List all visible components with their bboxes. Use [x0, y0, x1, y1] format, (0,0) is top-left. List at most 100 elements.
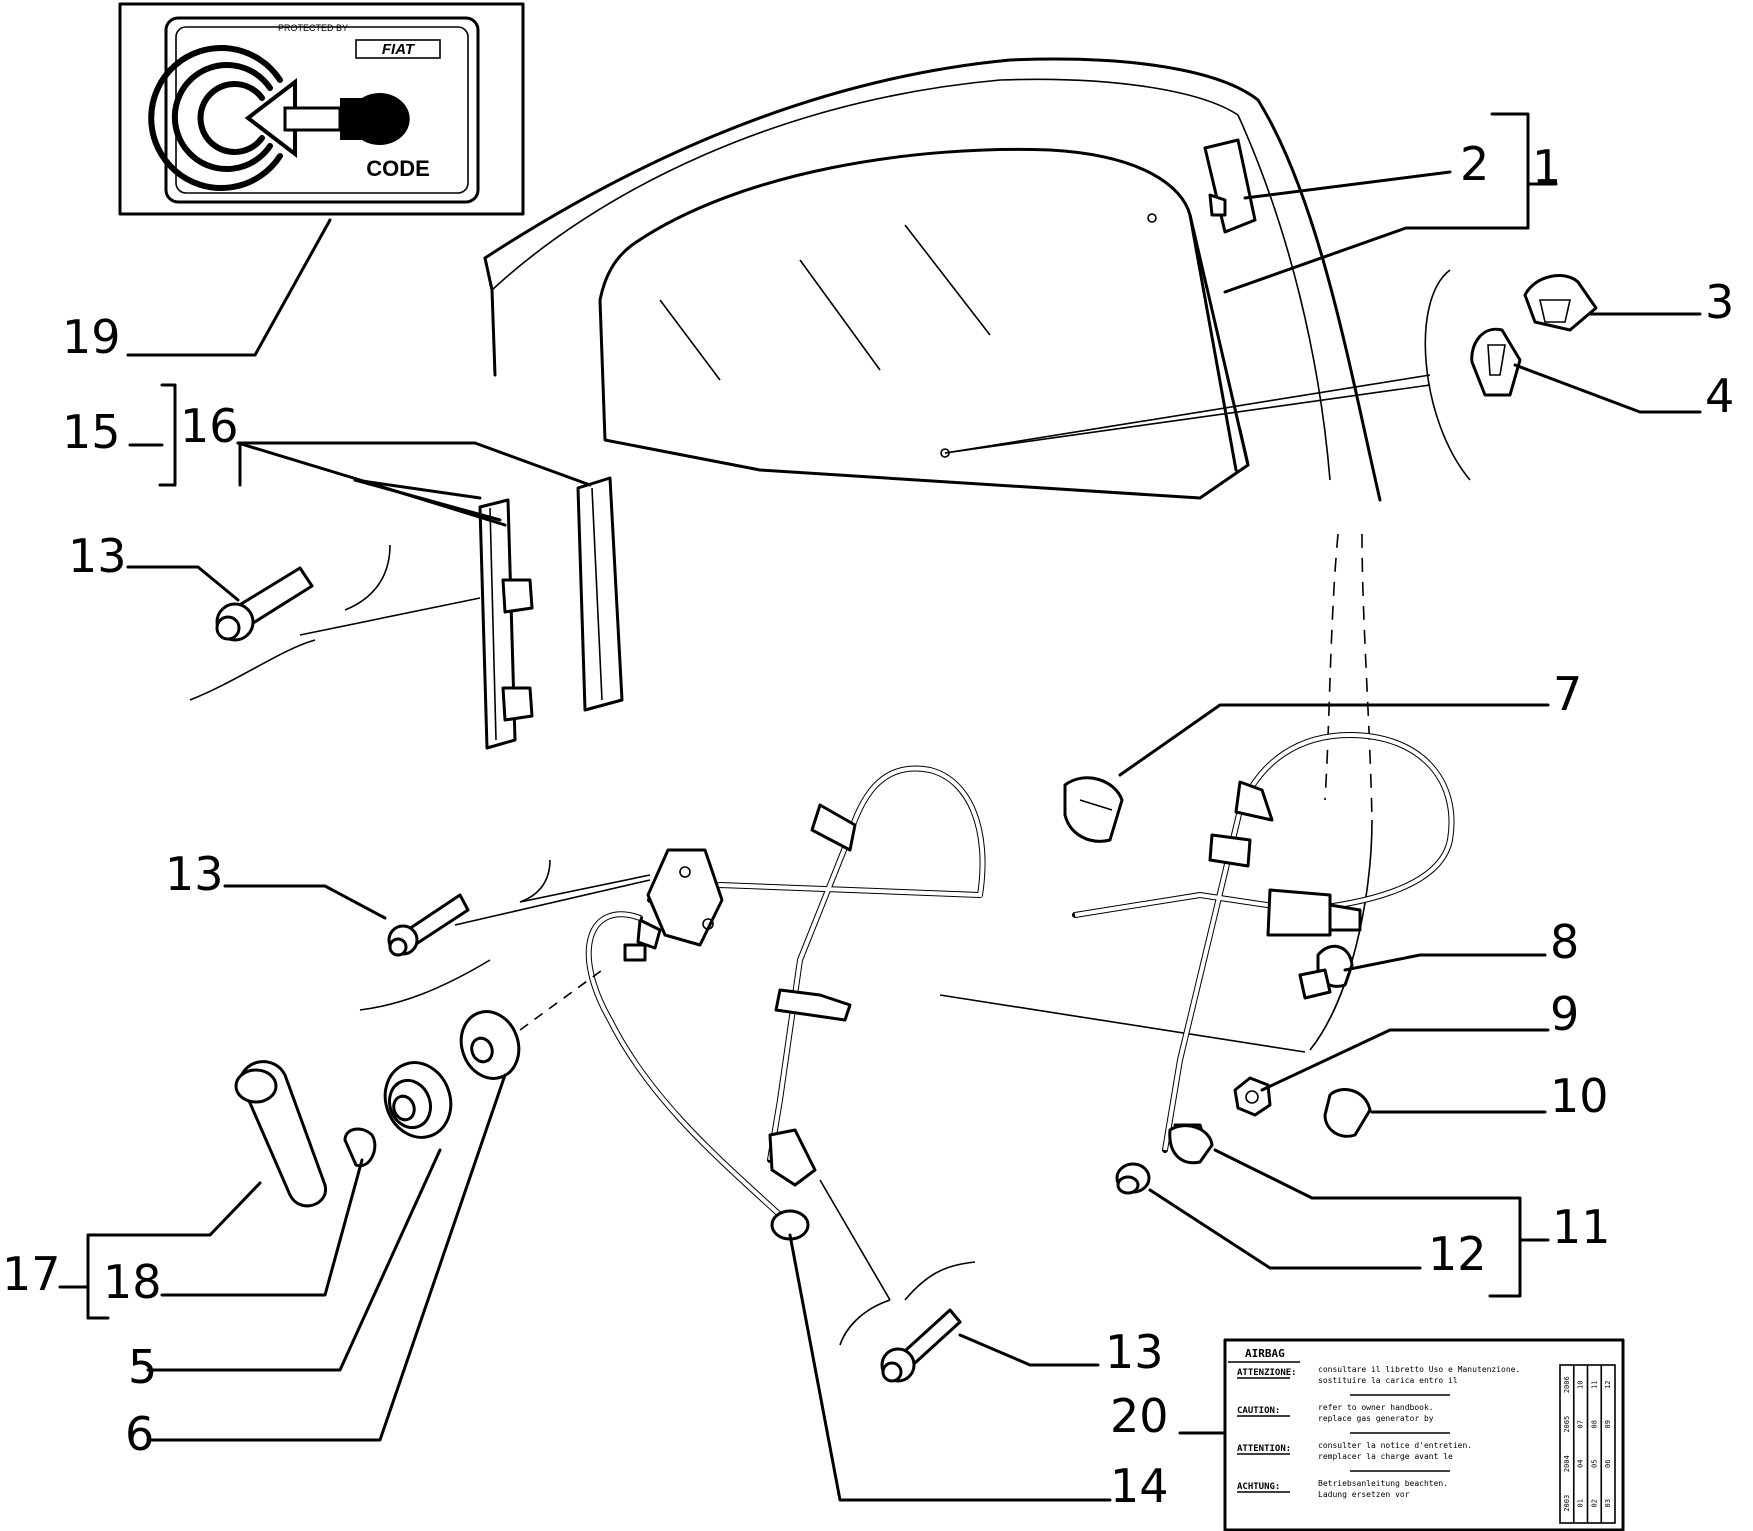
leader-11 [1213, 1148, 1522, 1298]
code-sticker-header: PROTECTED BY [278, 23, 348, 33]
airbag-month: 09 [1604, 1420, 1612, 1428]
clip-8 [1298, 944, 1354, 1000]
airbag-row-line2: remplacer la charge avant le [1318, 1452, 1453, 1461]
callout-1: 1 [1532, 140, 1561, 194]
bush-12 [1115, 1162, 1151, 1195]
airbag-row-lang: ATTENTION: [1237, 1444, 1291, 1454]
callout-9: 9 [1550, 987, 1579, 1041]
callout-7: 7 [1553, 667, 1582, 721]
leader-17 [86, 1181, 262, 1320]
airbag-row-line2: replace gas generator by [1318, 1414, 1434, 1423]
bolt-13-bottom [880, 1308, 962, 1383]
airbag-row-line2: Ladung ersetzen vor [1318, 1490, 1410, 1499]
code-sticker: PROTECTED BY FIAT CODE [118, 2, 525, 357]
leader-19 [126, 218, 332, 357]
leader-6 [146, 1073, 507, 1442]
leader-14 [788, 1233, 1112, 1502]
airbag-year: 2006 [1563, 1376, 1571, 1393]
airbag-month: 02 [1590, 1499, 1598, 1507]
glass-bracket [1203, 138, 1257, 234]
airbag-row-lang: ACHTUNG: [1237, 1482, 1280, 1492]
leader-18 [160, 1158, 364, 1297]
airbag-month: 06 [1604, 1460, 1612, 1468]
airbag-row-line1: consulter la notice d'entretien. [1318, 1441, 1472, 1450]
leader-16 [236, 441, 592, 487]
callout-13-bottom: 13 [1105, 1325, 1164, 1379]
airbag-row-line1: refer to owner handbook. [1318, 1403, 1434, 1412]
callout-13-top: 13 [68, 529, 127, 583]
regulator-left [585, 765, 986, 1241]
airbag-row-lang: ATTENZIONE: [1237, 1368, 1297, 1378]
airbag-month: 01 [1577, 1499, 1585, 1507]
airbag-row-lang: CAUTION: [1237, 1406, 1280, 1416]
leader-9 [1260, 1028, 1550, 1092]
airbag-month: 07 [1577, 1420, 1585, 1428]
leader-12 [1148, 1188, 1422, 1270]
glass-clip-parts [1424, 269, 1598, 481]
code-logo-icon [148, 45, 435, 191]
nut-9 [1233, 1076, 1272, 1117]
bolt-13-top [215, 566, 314, 642]
airbag-year: 2004 [1563, 1455, 1571, 1472]
callout-6: 6 [125, 1407, 154, 1461]
airbag-row-line1: Betriebsanleitung beachten. [1318, 1479, 1448, 1488]
leader-4 [1513, 363, 1702, 414]
airbag-row-line1: consultare il libretto Uso e Manutenzion… [1318, 1365, 1520, 1374]
callouts: 1 2 3 4 5 6 7 8 9 10 11 12 13 13 13 14 1… [2, 137, 1734, 1513]
callout-17: 17 [2, 1247, 61, 1301]
callout-14: 14 [1110, 1459, 1169, 1513]
leader-4b [944, 374, 1431, 454]
callout-10: 10 [1550, 1069, 1609, 1123]
clip-18 [343, 1127, 377, 1168]
leader-13b [223, 884, 387, 920]
bracket-15 [158, 383, 177, 487]
callout-2: 2 [1460, 137, 1489, 191]
airbag-year: 2003 [1563, 1495, 1571, 1512]
airbag-month: 10 [1577, 1381, 1585, 1389]
guide-channel [478, 498, 534, 750]
callout-11: 11 [1552, 1200, 1611, 1254]
clip-10 [1323, 1088, 1372, 1138]
callout-13-middle: 13 [165, 847, 224, 901]
door-outline [483, 57, 1382, 1053]
window-glass [598, 147, 1250, 500]
bolt-13-middle [387, 893, 470, 957]
airbag-month: 12 [1604, 1381, 1612, 1389]
callout-20: 20 [1110, 1389, 1169, 1443]
leader-1 [1223, 226, 1530, 294]
strap-7 [1063, 776, 1124, 843]
callout-18: 18 [103, 1255, 162, 1309]
callout-3: 3 [1705, 275, 1734, 329]
airbag-month: 03 [1604, 1499, 1612, 1507]
airbag-month: 08 [1590, 1420, 1598, 1428]
bracket-1 [1490, 112, 1530, 230]
leader-13a [126, 565, 240, 602]
callout-16: 16 [180, 399, 239, 453]
leader-7 [1118, 703, 1550, 777]
callout-15: 15 [62, 405, 121, 459]
airbag-month: 05 [1590, 1460, 1598, 1468]
leader-5 [146, 1148, 442, 1372]
callout-19: 19 [62, 310, 121, 364]
leader-2 [1243, 170, 1452, 200]
callout-4: 4 [1705, 369, 1734, 423]
washer-6 [459, 1010, 521, 1080]
callout-8: 8 [1550, 915, 1579, 969]
grommet-5 [383, 1061, 453, 1139]
fiat-logo-text: FIAT [382, 41, 416, 58]
airbag-year: 2005 [1563, 1416, 1571, 1433]
leader-8 [1343, 953, 1547, 972]
leader-13c [958, 1333, 1100, 1367]
guide-strip [576, 476, 624, 712]
airbag-row-line2: sostituire la carica entro il [1318, 1376, 1458, 1385]
code-caption: CODE [366, 156, 430, 181]
callout-5: 5 [128, 1340, 157, 1394]
airbag-title: AIRBAG [1245, 1347, 1285, 1360]
window-handle [234, 1060, 327, 1208]
pulley-11 [1168, 1124, 1214, 1165]
airbag-label: AIRBAG ATTENZIONE: consultare il libretto… [1223, 1338, 1625, 1531]
callout-12: 12 [1428, 1227, 1487, 1281]
airbag-month: 04 [1577, 1460, 1585, 1468]
airbag-month: 11 [1590, 1381, 1598, 1389]
